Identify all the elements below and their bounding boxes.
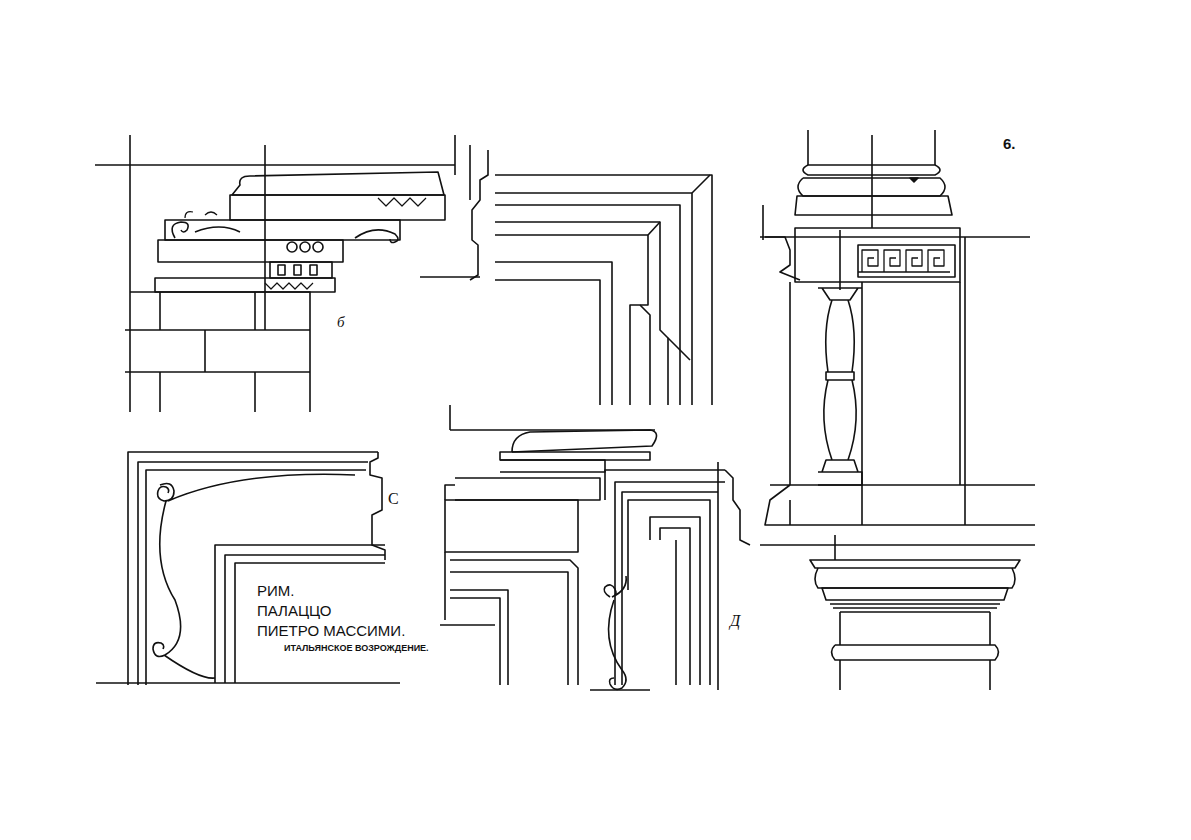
place-label: РИМ.: [257, 583, 294, 600]
frame-corner: [420, 145, 712, 405]
sheet-number: 6.: [1003, 136, 1016, 153]
detail-letter: С: [388, 490, 399, 508]
style-note: ИТАЛЬЯНСКОЕ ВОЗРОЖДЕНИЕ.: [284, 644, 429, 654]
column-capital: [760, 535, 1035, 690]
building-label: ПИЕТРО МАССИМИ.: [257, 623, 405, 640]
balustrade-detail: [760, 130, 1035, 525]
cornice-frame-detail: [440, 405, 750, 690]
cornice-detail: [95, 135, 455, 412]
detail-letter: Д: [730, 612, 740, 630]
building-label: ПАЛАЦЦО: [257, 603, 332, 620]
detail-letter: б: [337, 314, 345, 331]
